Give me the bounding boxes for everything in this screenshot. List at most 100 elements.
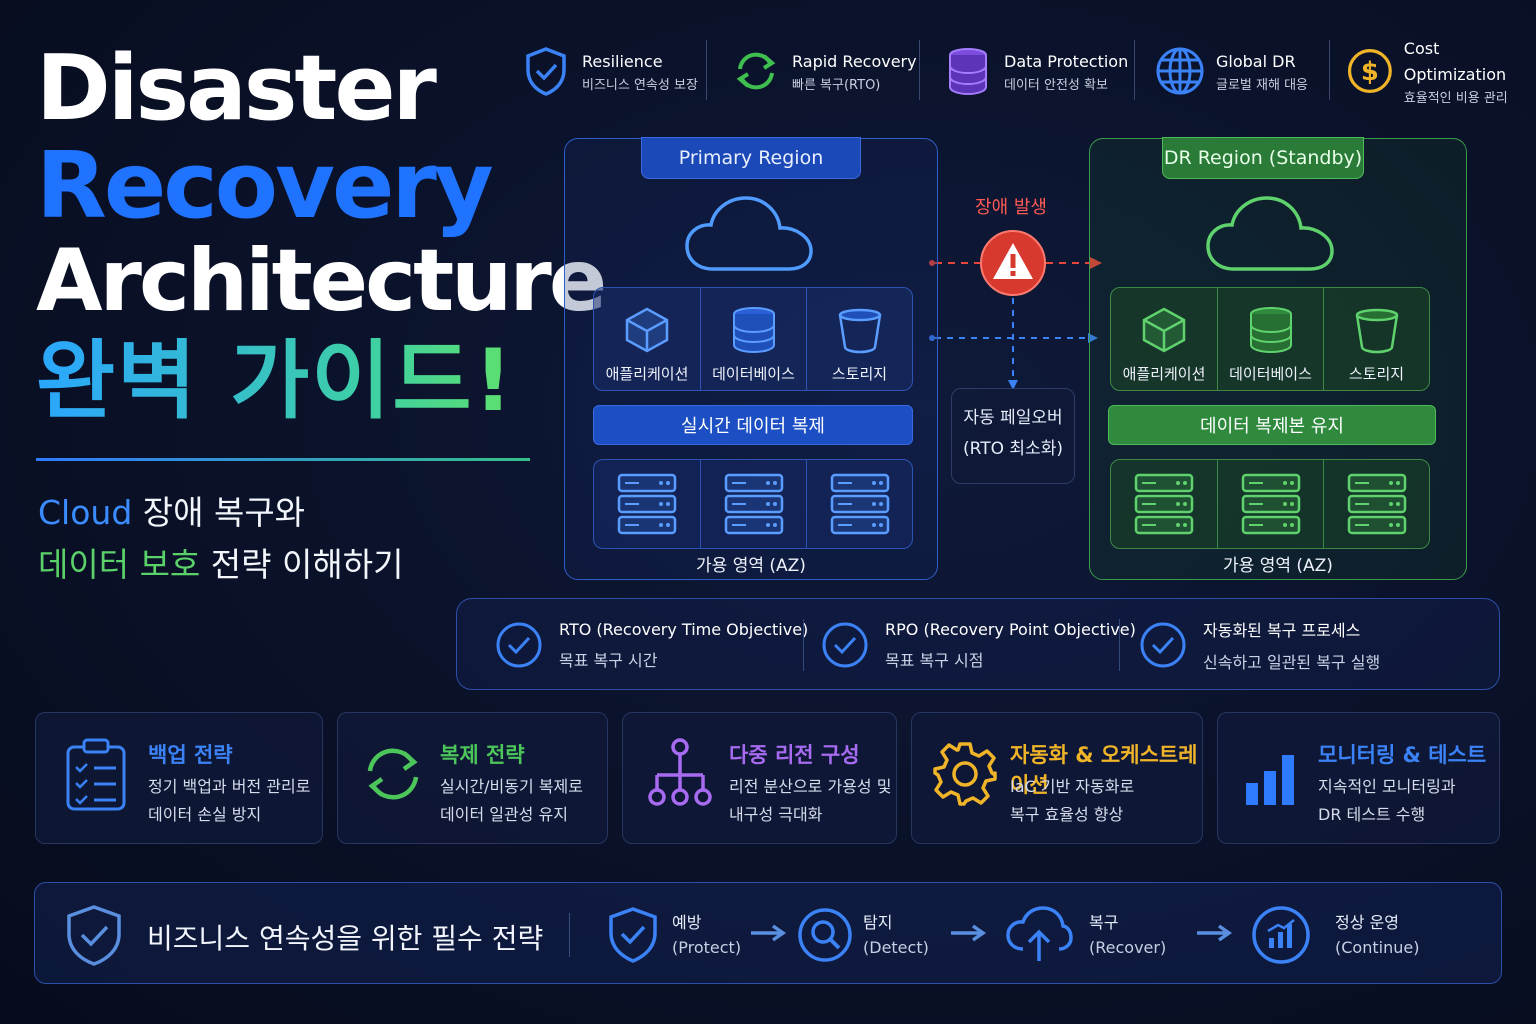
sync-arrows-icon [367, 748, 419, 800]
cloud-upload-icon [1006, 906, 1073, 961]
objective-title: RTO (Recovery Time Objective) [559, 619, 809, 639]
primary-cell-application: 애플리케이션 [594, 288, 700, 390]
primary-cell-storage: 스토리지 [806, 288, 912, 390]
strategy-title: 다중 리전 구성 [729, 743, 860, 767]
feature-desc: 데이터 안전성 확보 [1004, 78, 1108, 94]
primary-server-row [593, 459, 913, 549]
step-ko: 예방 [672, 913, 702, 932]
dr-availability-zone: 가용 영역 (AZ) [1223, 556, 1333, 576]
server-cell [594, 460, 700, 548]
strategy-title: 복제 전략 [440, 743, 525, 767]
dr-cell-application: 애플리케이션 [1111, 288, 1217, 390]
strategy-title: 백업 전략 [148, 743, 233, 767]
clipboard-checklist-icon [66, 738, 126, 811]
step-ko: 복구 [1089, 913, 1119, 932]
feature-title: Resilience [582, 51, 663, 71]
check-circle-icon [1140, 622, 1186, 668]
feature-desc: 글로벌 재해 대응 [1216, 78, 1308, 94]
subtitle-highlight-data: 데이터 보호 [38, 545, 201, 584]
primary-replication-bar: 실시간 데이터 복제 [593, 405, 913, 445]
strategy-desc-line-1: IaC 기반 자동화로 [1010, 777, 1135, 796]
server-cell [1323, 460, 1429, 548]
server-cell [1217, 460, 1323, 548]
shield-check-icon [609, 907, 657, 963]
server-cell [700, 460, 806, 548]
server-cell [1111, 460, 1217, 548]
feature-divider [1329, 40, 1330, 100]
continuity-title: 비즈니스 연속성을 위한 필수 전략 [147, 922, 544, 955]
strategy-desc-line-1: 리전 분산으로 가용성 및 [729, 777, 892, 796]
feature-divider [1134, 40, 1135, 100]
server-rack-icon [724, 473, 783, 535]
subtitle-text-1: 장애 복구와 [132, 493, 306, 532]
step-protect: 예방 (Protect) [672, 911, 741, 961]
shield-check-icon [526, 47, 566, 96]
objective-desc: 신속하고 일관된 복구 실행 [1203, 653, 1381, 672]
subtitle-text-2: 전략 이해하기 [200, 545, 404, 584]
cell-label: 애플리케이션 [605, 365, 689, 383]
hierarchy-icon [648, 738, 712, 806]
refresh-icon [736, 52, 776, 90]
feature-title: Cost Optimization [1403, 38, 1507, 84]
feature-desc: 효율적인 비용 관리 [1403, 91, 1508, 107]
server-rack-icon [1347, 473, 1406, 535]
subtitle-highlight-cloud: Cloud [38, 493, 133, 532]
dr-region-panel: DR Region (Standby) 애플리케이션 데이터베이스 스토리지 데… [1089, 137, 1467, 580]
title-divider [36, 458, 530, 461]
feature-title: Rapid Recovery [792, 51, 917, 71]
cell-label: 스토리지 [1348, 365, 1405, 383]
step-recover: 복구(Recover) [1089, 911, 1166, 961]
gear-icon [933, 742, 997, 806]
strategy-title: 자동화 & 오케스트레이션 [1010, 743, 1198, 797]
chart-circle-icon [1252, 906, 1310, 964]
cube-icon [1142, 307, 1186, 353]
arrow-right-icon [951, 924, 987, 942]
server-cell [806, 460, 912, 548]
cloud-icon [685, 196, 813, 271]
database-icon [949, 48, 987, 96]
primary-service-cells: 애플리케이션 데이터베이스 스토리지 [593, 287, 913, 391]
strategy-desc-line-2: 데이터 손실 방지 [148, 805, 262, 824]
step-ko: 정상 운영 [1335, 913, 1399, 932]
step-ko: 탐지 [863, 913, 893, 932]
dr-cell-database: 데이터베이스 [1217, 288, 1323, 390]
feature-divider [919, 40, 920, 100]
title-line-4: 완벽 가이드! [36, 331, 515, 431]
primary-cell-database: 데이터베이스 [700, 288, 806, 390]
strategy-desc-line-2: 데이터 일관성 유지 [440, 805, 568, 824]
objective-divider [1119, 619, 1120, 671]
title-line-3: Architecture [36, 231, 607, 331]
objective-desc: 목표 복구 시점 [885, 650, 984, 670]
step-en: (Detect) [863, 937, 929, 957]
objective-desc: 목표 복구 시간 [559, 650, 658, 670]
subtitle-line-1: Cloud 장애 복구와 [38, 486, 305, 534]
step-en: (Protect) [672, 937, 742, 957]
objective-title: RPO (Recovery Point Objective) [885, 619, 1136, 639]
arrow-right-icon [751, 924, 787, 942]
fault-connector [929, 257, 1102, 269]
dr-service-cells: 애플리케이션 데이터베이스 스토리지 [1110, 287, 1430, 391]
cloud-icon [1206, 196, 1334, 271]
auto-failover-box: 자동 페일오버 (RTO 최소화) [951, 388, 1075, 484]
strategy-desc-line-1: 지속적인 모니터링과 [1318, 777, 1456, 796]
cell-label: 데이터베이스 [1229, 365, 1312, 383]
server-rack-icon [830, 473, 889, 535]
server-rack-icon [617, 473, 677, 535]
strategy-desc-line-2: 내구성 극대화 [729, 805, 823, 824]
step-en: (Continue) [1335, 937, 1420, 957]
title-line-1: Disaster [36, 36, 437, 141]
primary-region-title: Primary Region [641, 137, 861, 179]
feature-desc: 비즈니스 연속성 보장 [582, 78, 698, 94]
subtitle-line-2: 데이터 보호 전략 이해하기 [38, 538, 403, 586]
